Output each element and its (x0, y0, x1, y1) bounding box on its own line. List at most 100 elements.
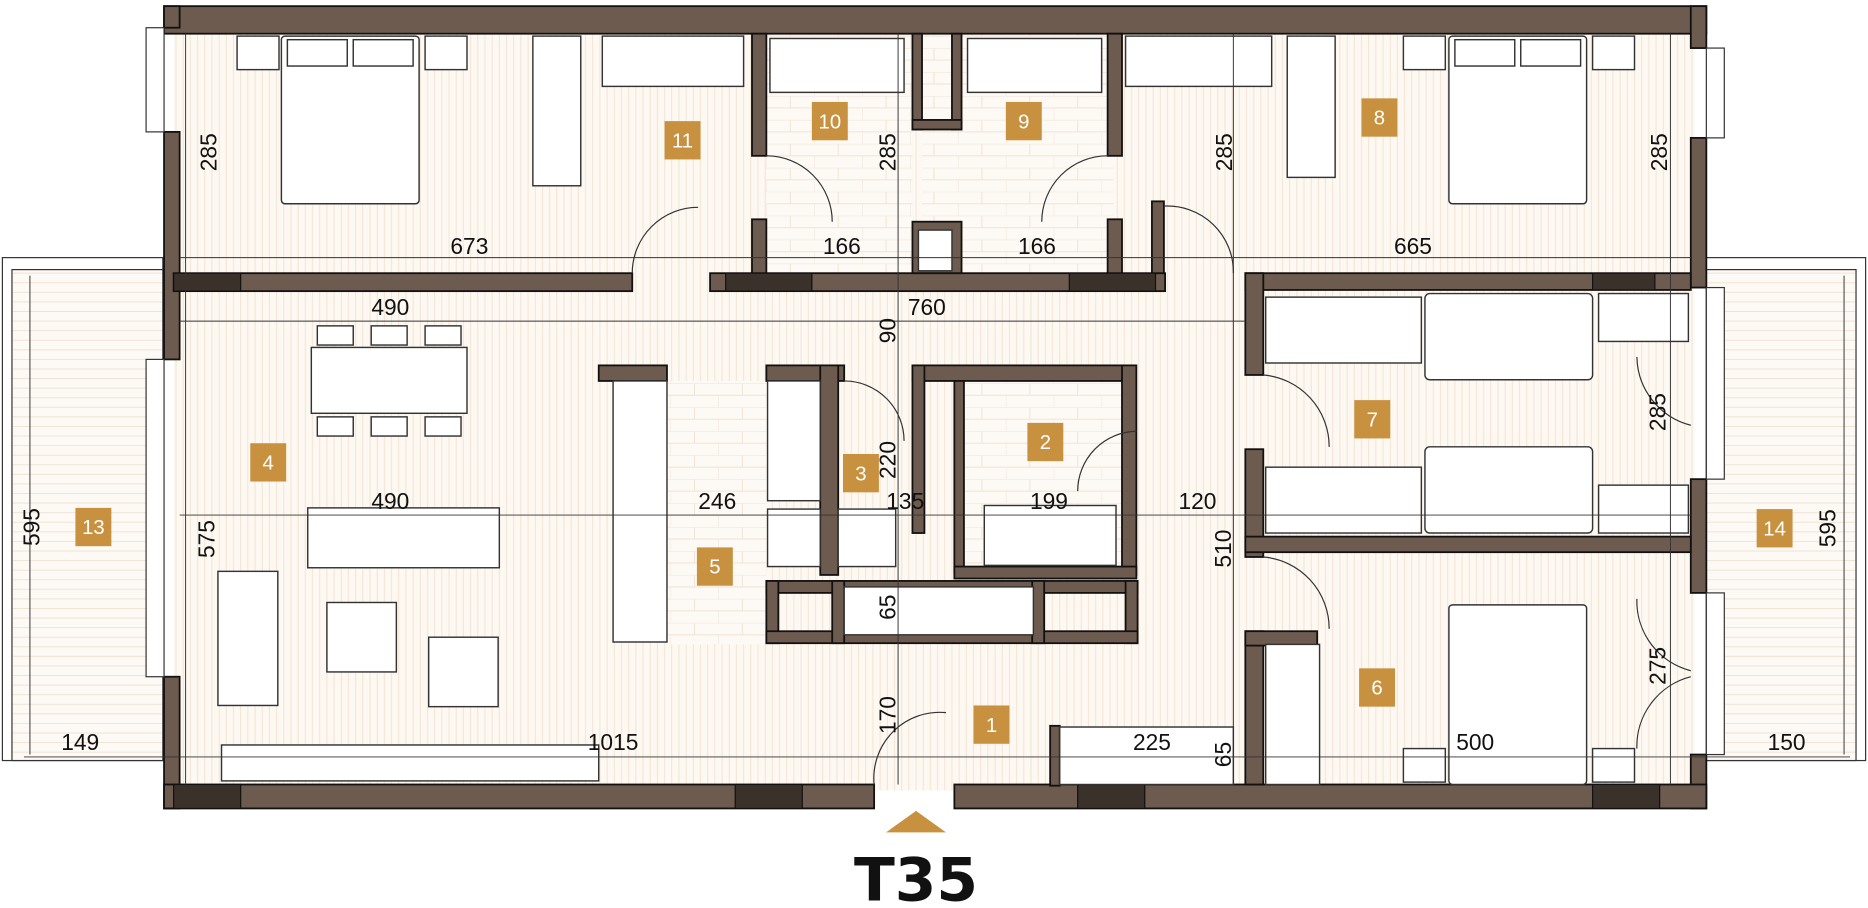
door-swing (1041, 155, 1108, 222)
wall-segment (953, 565, 1138, 580)
wall-segment (163, 783, 876, 810)
door-swing (844, 380, 905, 441)
furniture-piece (1448, 604, 1588, 786)
door-swing (873, 711, 947, 785)
wall-segment (1244, 630, 1265, 786)
furniture-piece (1124, 35, 1273, 88)
wall-segment (953, 380, 965, 574)
room-label-5: 5 (696, 547, 733, 586)
dimension-label: 673 (450, 233, 488, 259)
furniture-piece (837, 508, 897, 568)
dimension-label: 760 (908, 294, 946, 320)
dimension-label: 199 (1030, 488, 1068, 514)
door-swing (1263, 556, 1330, 629)
room-number: 10 (819, 111, 842, 133)
dimension-label: 166 (1018, 233, 1056, 259)
furniture-piece (310, 346, 468, 415)
dimension-label: 135 (886, 488, 924, 514)
wall-segment (751, 32, 768, 157)
wall-segment (1689, 478, 1708, 594)
dimension-label: 490 (371, 488, 409, 514)
furniture-piece (424, 35, 468, 71)
furniture-piece (316, 325, 354, 346)
dimension-label: 225 (1133, 729, 1171, 755)
dimension-label: 170 (875, 696, 901, 734)
wall-segment (597, 364, 668, 382)
room-label-box (75, 507, 112, 547)
dimension-label: 65 (875, 595, 901, 620)
furniture-piece (769, 37, 905, 94)
window (1705, 47, 1725, 139)
furniture-piece (424, 325, 462, 346)
room-label-box (1361, 98, 1398, 137)
dimension-label: 90 (875, 318, 901, 343)
furniture-piece (1448, 35, 1588, 205)
wall-segment (911, 119, 963, 131)
dimension-label: 275 (1645, 647, 1671, 685)
room-number: 6 (1371, 678, 1382, 700)
room-label-11: 11 (664, 121, 701, 160)
furniture (217, 35, 1690, 786)
furniture-piece (217, 570, 279, 707)
room-number: 8 (1374, 108, 1385, 130)
room-label-9: 9 (1005, 101, 1042, 141)
room-label-box (696, 547, 733, 586)
furniture-piece (1591, 747, 1636, 783)
wall-segment (172, 272, 634, 293)
room-label-box (1359, 668, 1396, 707)
wall-segment (911, 32, 923, 131)
door-swing (1636, 356, 1691, 426)
furniture-piece (966, 37, 1103, 94)
column (173, 272, 242, 292)
room-label-10: 10 (811, 101, 848, 141)
room-label-3: 3 (842, 454, 879, 493)
wall-segment (1244, 630, 1319, 647)
room-label-6: 6 (1359, 668, 1396, 707)
dimension-label: 166 (823, 233, 861, 259)
room-number: 14 (1763, 518, 1786, 540)
furniture-piece (370, 325, 408, 346)
column (1591, 272, 1656, 291)
furniture-piece (612, 380, 668, 643)
dimension-label: 120 (1178, 488, 1216, 514)
plan-title: T35 (854, 846, 978, 908)
furniture-piece (370, 416, 408, 437)
furniture-piece (983, 504, 1117, 567)
balcony-14 (1705, 257, 1867, 762)
furniture-piece (352, 38, 414, 67)
room-label-4: 4 (250, 443, 287, 482)
door-swing (1636, 676, 1691, 749)
wall-segment (1106, 218, 1123, 275)
wall-segment (1244, 272, 1265, 376)
furniture-piece (236, 35, 280, 71)
room-label-7: 7 (1354, 400, 1391, 439)
wall-segment (1049, 724, 1061, 787)
room-number: 5 (709, 557, 720, 579)
walls (163, 5, 1708, 810)
wall-segment (951, 32, 963, 131)
room-number: 11 (672, 130, 693, 152)
furniture-piece (326, 601, 398, 673)
room-number: 7 (1367, 409, 1378, 431)
column (1068, 272, 1157, 292)
room-label-box (811, 101, 848, 141)
room-label-13: 13 (75, 507, 112, 547)
windows (145, 27, 1725, 756)
dimension-label: 285 (1646, 133, 1672, 171)
room-label-14: 14 (1756, 509, 1793, 548)
furniture-piece (1424, 446, 1594, 534)
window (1705, 286, 1725, 480)
dimension-label: 490 (371, 294, 409, 320)
furniture-piece (917, 229, 953, 272)
wall-segment (831, 580, 846, 645)
dimension-label: 500 (1456, 729, 1494, 755)
door-swing (1077, 430, 1137, 492)
furniture-piece (1264, 296, 1423, 364)
dimension-label: 246 (698, 488, 736, 514)
column (1077, 783, 1146, 810)
furniture-piece (766, 380, 821, 502)
wall-segment (1106, 32, 1123, 157)
wall-segment (1121, 364, 1138, 576)
